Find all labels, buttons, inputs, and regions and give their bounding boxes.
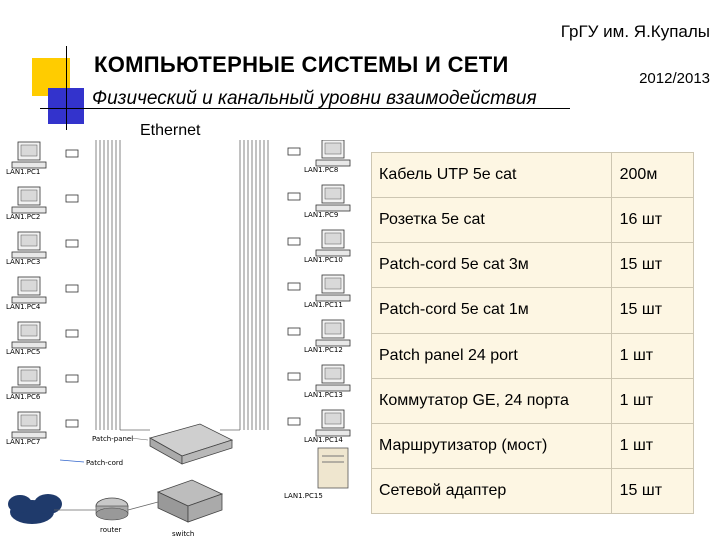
item-name: Розетка 5e cat [371,197,612,244]
section-label: Ethernet [140,122,201,139]
item-quantity: 15 шт [610,242,695,289]
network-diagram: LAN1.PC1 LAN1.PC2 LAN1.PC3 LAN1.PC4 LAN1… [6,140,351,538]
cloud-icon [8,494,62,524]
router-device [95,497,129,521]
pc-label: LAN1.PC1 [6,168,40,176]
table-row: Маршрутизатор (мост)1 шт [371,422,695,469]
item-quantity: 1 шт [610,332,695,379]
pc-label: LAN1.PC15 [284,492,323,500]
item-quantity: 200м [610,151,695,199]
item-name: Patch panel 24 port [371,332,612,379]
patch-cord-label: Patch-cord [86,459,123,467]
academic-year: 2012/2013 [639,70,710,87]
item-name: Кабель UTP 5e cat [371,151,612,199]
pc-label: LAN1.PC13 [304,391,343,399]
pc-label: LAN1.PC6 [6,393,41,401]
pc-label: LAN1.PC12 [304,346,343,354]
pc-label: LAN1.PC9 [304,211,338,219]
item-name: Коммутатор GE, 24 порта [371,377,612,424]
item-name: Маршрутизатор (мост) [371,422,612,469]
course-title: КОМПЬЮТЕРНЫЕ СИСТЕМЫ И СЕТИ [94,52,509,77]
right-pc-column [287,140,351,489]
pc-label: LAN1.PC10 [304,256,343,264]
item-name: Patch-cord 5e cat 3м [371,242,612,289]
item-name: Сетевой адаптер [371,467,612,515]
horizontal-rule [40,108,570,109]
university-name: ГрГУ им. Я.Купалы [560,22,710,41]
item-name: Patch-cord 5e cat 1м [371,287,612,334]
pc-label: LAN1.PC2 [6,213,40,221]
switch-device [156,479,224,523]
pc-label: LAN1.PC5 [6,348,40,356]
item-quantity: 1 шт [610,422,695,469]
pc-label: LAN1.PC7 [6,438,40,446]
pc-label: LAN1.PC3 [6,258,40,266]
pc-label: LAN1.PC14 [304,436,343,444]
cable-bundle [95,140,269,431]
router-label: router [100,526,121,534]
item-quantity: 16 шт [610,197,695,244]
slide-subtitle: Физический и канальный уровни взаимодейс… [92,88,537,109]
patch-panel-label: Patch-panel [92,435,133,443]
item-quantity: 15 шт [610,287,695,334]
pc-label: LAN1.PC8 [304,166,338,174]
pc-label: LAN1.PC11 [304,301,343,309]
switch-label: switch [172,530,194,538]
item-quantity: 15 шт [610,467,695,515]
patch-panel [148,423,234,465]
vertical-rule [66,46,67,130]
pc-label: LAN1.PC4 [6,303,41,311]
item-quantity: 1 шт [610,377,695,424]
